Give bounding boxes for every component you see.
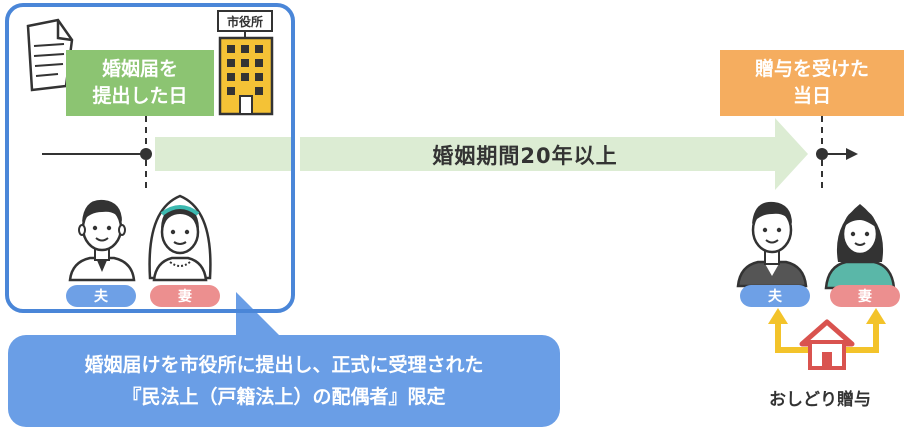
left-wife-tag: 妻 [150,285,220,307]
city-hall-sign: 市役所 [217,10,273,32]
right-wife-tag: 妻 [830,285,900,307]
right-husband-tag: 夫 [740,285,810,307]
callout-line1: 婚姻届けを市役所に提出し、正式に受理された [84,354,484,376]
marriage-frame [5,3,295,313]
period-arrow [155,118,808,190]
wife-icon-right [824,204,896,290]
bride-icon [148,194,212,282]
city-hall-icon [218,32,274,116]
husband-icon [68,199,136,282]
callout-bubble [8,292,560,427]
marriage-date-dot [140,148,152,160]
gift-type-label: おしどり贈与 [769,389,871,410]
marriage-date-label-line2: 提出した日 [92,85,188,107]
house-icon [799,319,855,370]
callout-text: 婚姻届けを市役所に提出し、正式に受理された 『民法上（戸籍法上）の配偶者』限定 [8,335,560,427]
gift-date-label-line2: 当日 [792,85,831,107]
gift-date-label-line1: 贈与を受けた [754,58,869,80]
marriage-date-label-line1: 婚姻届を [101,58,178,80]
marriage-date-label: 婚姻届を 提出した日 [66,50,214,116]
husband-icon-right [736,201,808,288]
period-label: 婚姻期間20年以上 [432,144,618,168]
left-husband-tag: 夫 [66,285,136,307]
callout-line2: 『民法上（戸籍法上）の配偶者』限定 [122,386,446,408]
gift-date-label: 贈与を受けた 当日 [720,50,904,116]
timeline-arrowhead [846,148,858,160]
